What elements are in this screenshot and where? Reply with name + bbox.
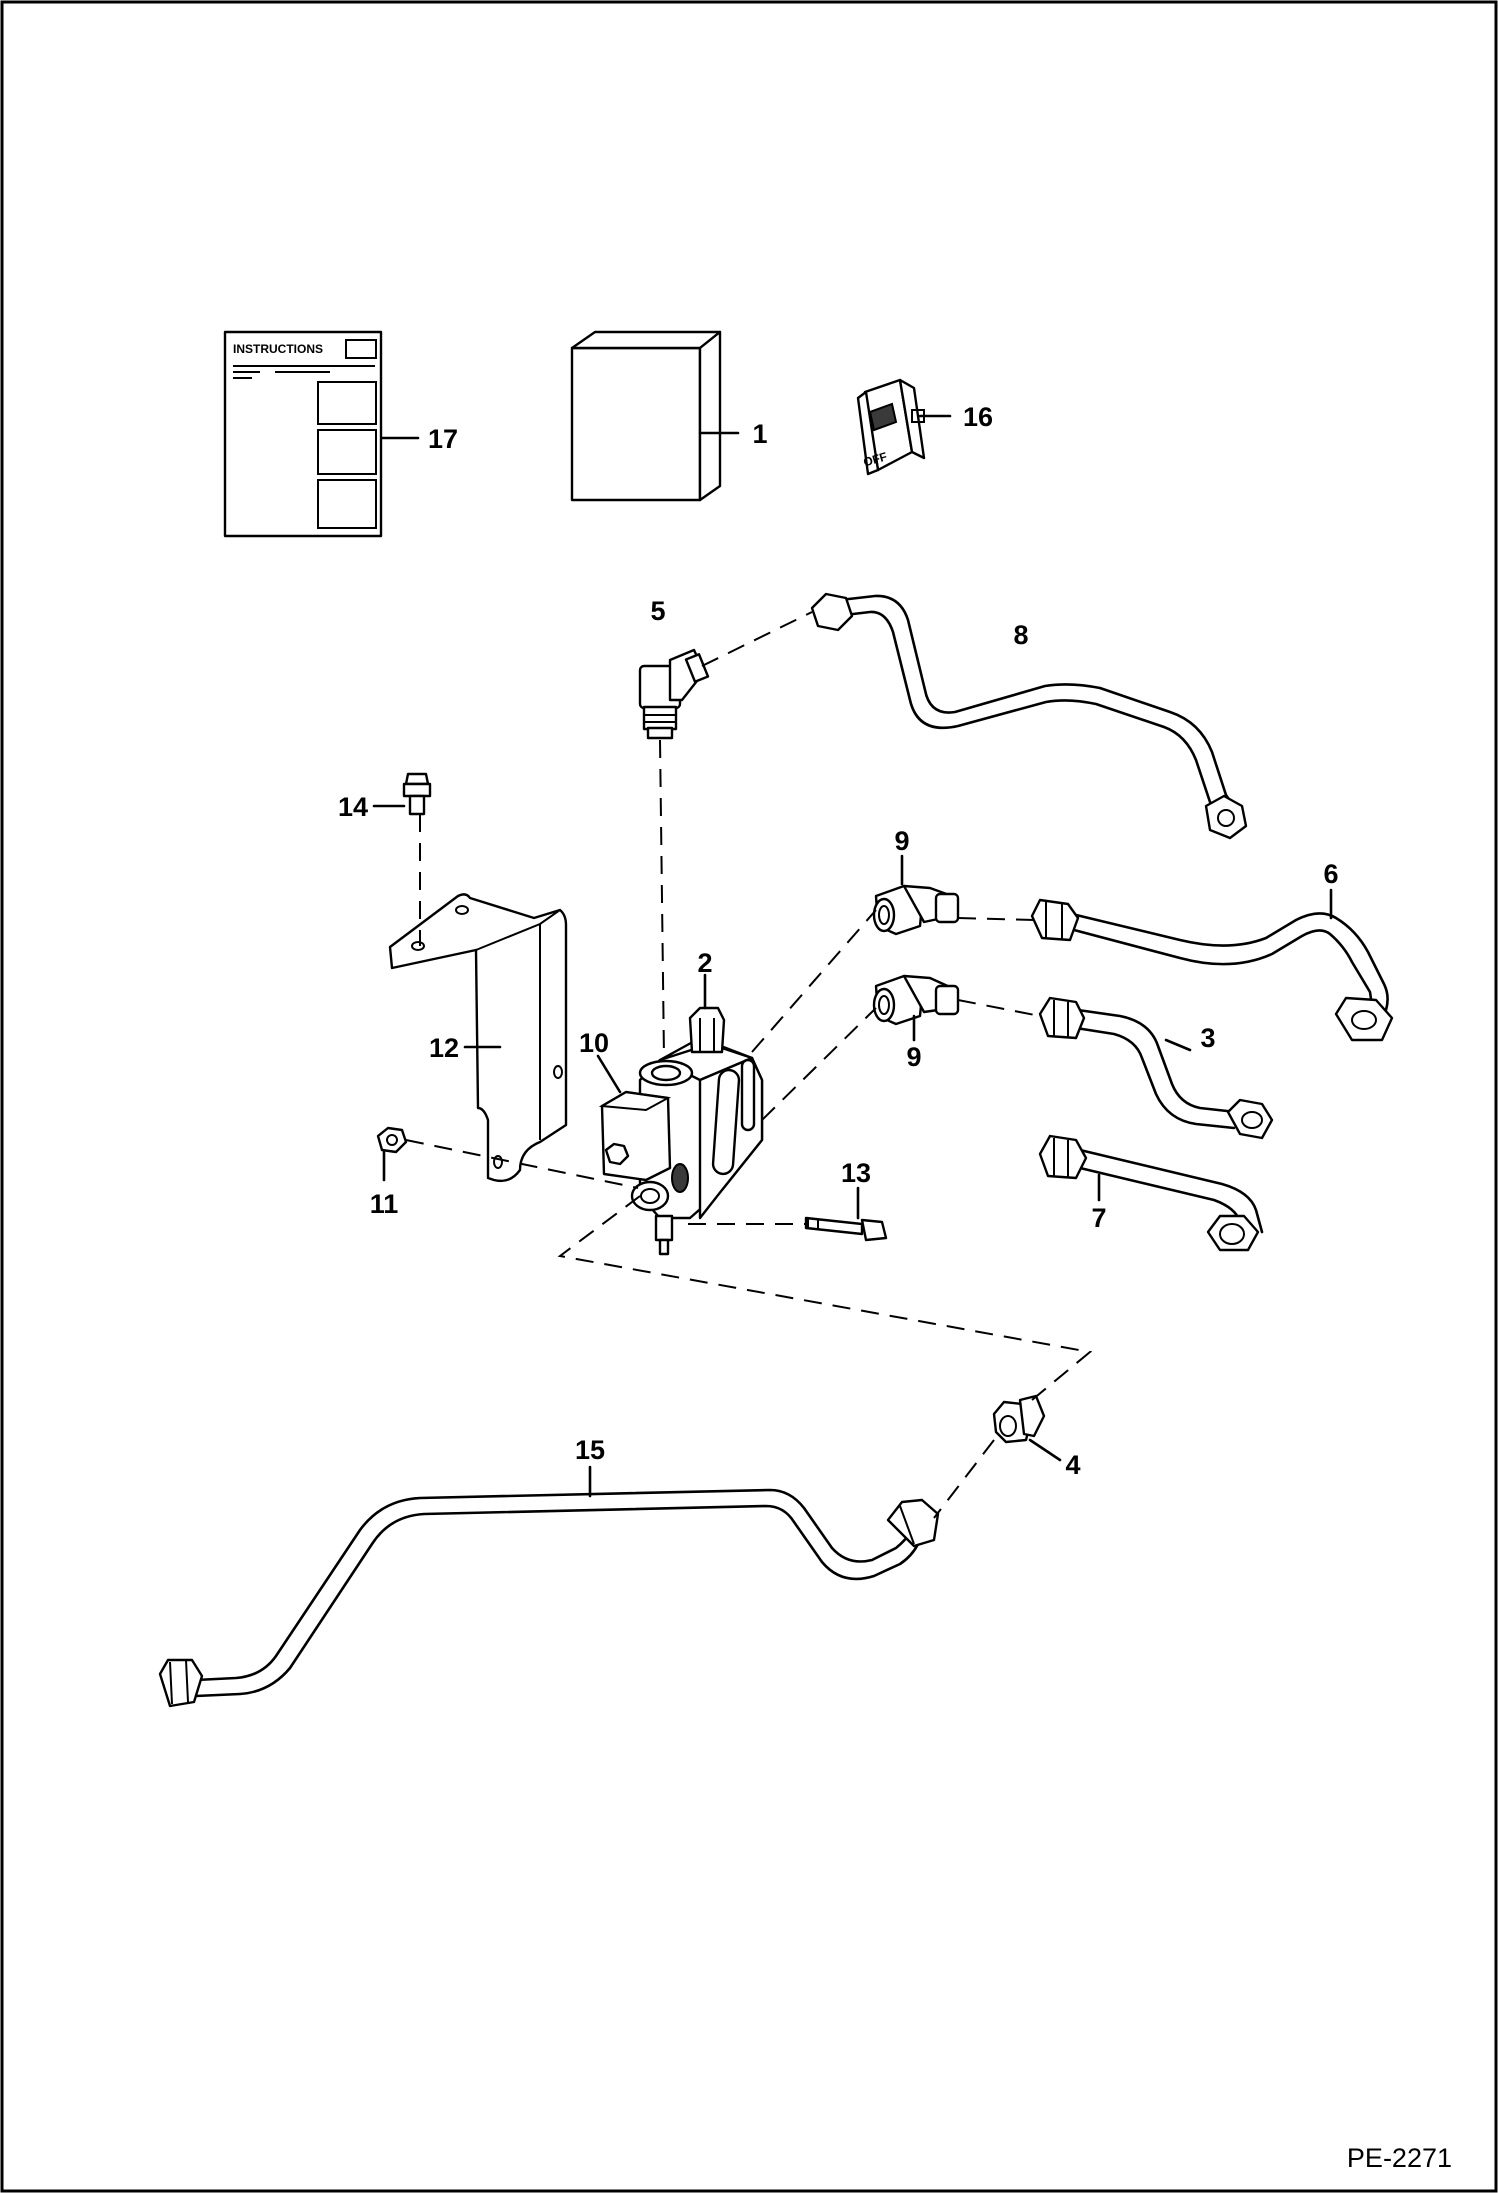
leader-10 bbox=[596, 1054, 622, 1094]
kit-box bbox=[570, 330, 722, 502]
rocker-switch: OFF bbox=[856, 378, 926, 476]
assembly-lines bbox=[405, 611, 1093, 1519]
valve-body-10 bbox=[598, 1006, 764, 1256]
fitting-4 bbox=[992, 1394, 1046, 1444]
instructions-card: INSTRUCTIONS bbox=[223, 330, 383, 538]
callout-13: 13 bbox=[841, 1158, 871, 1188]
elbow-fitting-5 bbox=[638, 648, 710, 740]
bolt-14 bbox=[402, 772, 432, 816]
switch-label: OFF bbox=[862, 449, 889, 469]
callout-6: 6 bbox=[1323, 859, 1338, 889]
leader-3 bbox=[1164, 1038, 1192, 1052]
callout-12: 12 bbox=[429, 1033, 459, 1063]
mounting-bracket bbox=[388, 893, 568, 1183]
bolt-13 bbox=[804, 1216, 888, 1242]
callout-16: 16 bbox=[963, 402, 993, 432]
callout-8: 8 bbox=[1013, 620, 1028, 650]
callout-2: 2 bbox=[697, 948, 712, 978]
tube-8 bbox=[810, 592, 1248, 840]
leader-4 bbox=[1028, 1438, 1062, 1462]
callout-17: 17 bbox=[428, 424, 458, 454]
callout-4: 4 bbox=[1065, 1450, 1080, 1480]
tube-7 bbox=[1038, 1134, 1264, 1252]
callout-15: 15 bbox=[575, 1435, 605, 1465]
elbow-fitting-9-upper bbox=[872, 884, 960, 936]
callout-14: 14 bbox=[338, 792, 368, 822]
nut-11 bbox=[376, 1126, 408, 1154]
elbow-fitting-9-lower bbox=[872, 974, 960, 1026]
callout-9-upper: 9 bbox=[894, 826, 909, 856]
tube-3 bbox=[1038, 996, 1274, 1140]
callout-10: 10 bbox=[579, 1028, 609, 1058]
reference-code: PE-2271 bbox=[1347, 2143, 1452, 2173]
tube-6 bbox=[1030, 898, 1394, 1042]
tube-15 bbox=[158, 1488, 940, 1708]
callout-11: 11 bbox=[370, 1189, 399, 1219]
callouts: 1 2 3 4 5 6 7 8 9 9 10 11 12 13 14 15 16… bbox=[338, 402, 1339, 1480]
callout-1: 1 bbox=[752, 419, 767, 449]
instructions-card-title: INSTRUCTIONS bbox=[233, 342, 323, 356]
callout-7: 7 bbox=[1091, 1203, 1106, 1233]
callout-5: 5 bbox=[650, 596, 665, 626]
callout-9-lower: 9 bbox=[906, 1042, 921, 1072]
callout-3: 3 bbox=[1200, 1023, 1215, 1053]
